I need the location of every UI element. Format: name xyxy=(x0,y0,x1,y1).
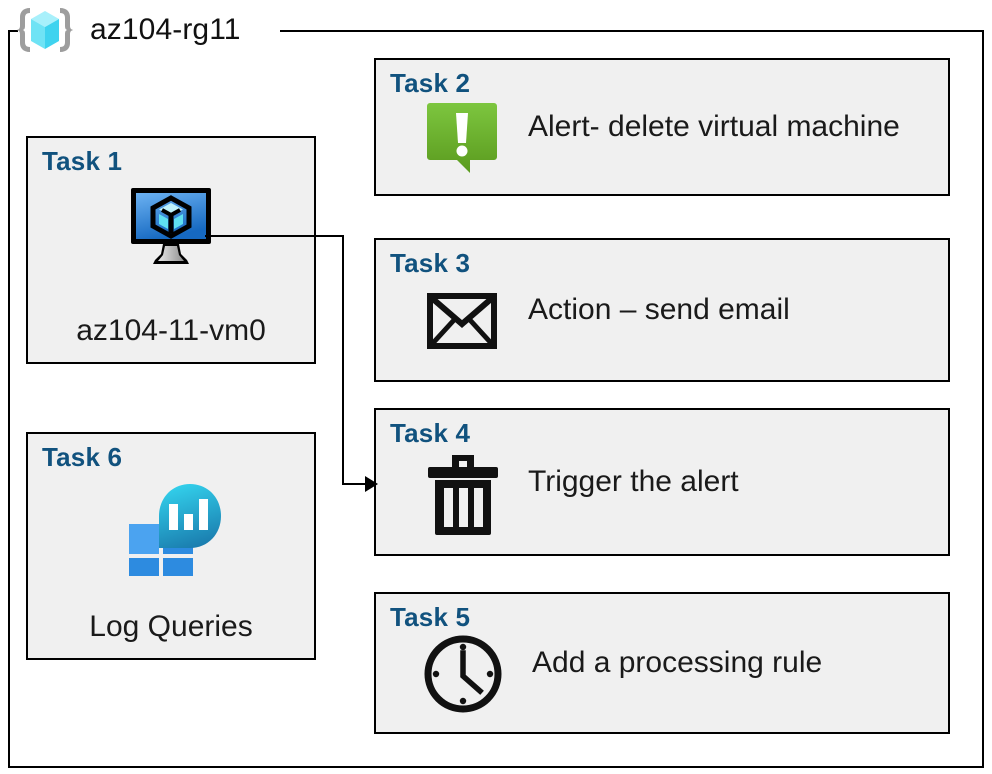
resource-group-name: az104-rg11 xyxy=(90,13,241,46)
card-task5-text: Add a processing rule xyxy=(532,646,823,679)
resource-group-cube-icon xyxy=(14,4,76,56)
card-task6-text: Log Queries xyxy=(89,610,253,643)
card-task2-text: Alert- delete virtual machine xyxy=(528,110,900,143)
trash-delete-icon xyxy=(426,451,500,542)
log-analytics-icon xyxy=(119,480,223,581)
card-task3-text: Action – send email xyxy=(528,293,790,326)
card-task5-label: Task 5 xyxy=(390,602,471,632)
card-task1-label: Task 1 xyxy=(42,146,123,176)
card-task4-label: Task 4 xyxy=(390,418,471,448)
card-task6-label: Task 6 xyxy=(42,442,123,472)
card-task1-text: az104-11-vm0 xyxy=(76,314,266,347)
card-task5[interactable]: Task 5 Add a processing rule xyxy=(374,592,950,734)
card-task2-label: Task 2 xyxy=(390,68,471,98)
card-task4-text: Trigger the alert xyxy=(528,465,739,498)
card-task6[interactable]: Task 6 Log Queries xyxy=(26,432,316,660)
resource-group-frame-notch xyxy=(18,22,280,40)
card-task4[interactable]: Task 4 Trigger the alert xyxy=(374,408,950,556)
clock-icon xyxy=(422,633,504,720)
card-task1[interactable]: Task 1 xyxy=(26,136,316,364)
virtual-machine-icon xyxy=(125,184,217,273)
resource-group-header: az104-rg11 xyxy=(14,2,241,58)
alert-bubble-icon xyxy=(424,100,500,181)
envelope-icon xyxy=(424,290,500,357)
card-task3-label: Task 3 xyxy=(390,248,471,278)
card-task3[interactable]: Task 3 Action – send email xyxy=(374,238,950,382)
resource-group-frame xyxy=(8,30,984,768)
card-task2[interactable]: Task 2 Alert- delete virtual machine xyxy=(374,58,950,196)
